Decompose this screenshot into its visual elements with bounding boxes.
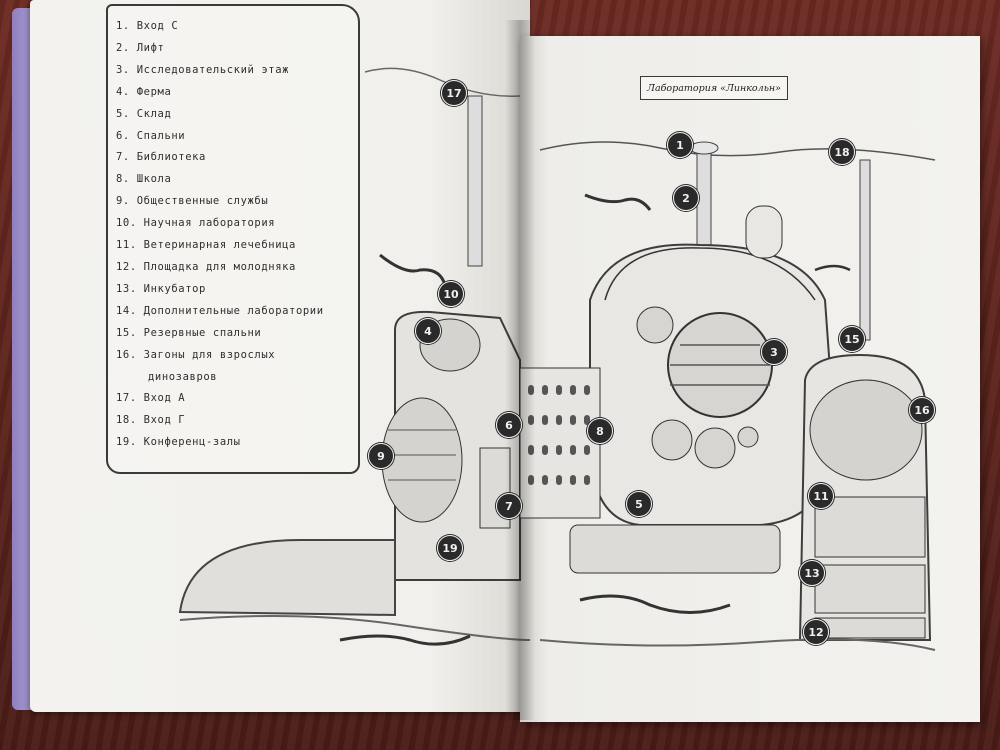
marker-badge: 16	[909, 397, 935, 423]
legend-item: 14. Дополнительные лаборатории	[116, 304, 324, 317]
marker-badge: 7	[496, 493, 522, 519]
legend-item: 9. Общественные службы	[116, 195, 269, 208]
marker-badge: 5	[626, 491, 652, 517]
legend-item-continuation: динозавров	[148, 370, 218, 383]
marker-badge: 10	[438, 281, 464, 307]
legend-item: 8. Школа	[116, 173, 172, 186]
legend-item: 3. Исследовательский этаж	[116, 63, 290, 76]
legend-item: 18. Вход Г	[116, 414, 186, 427]
marker-badge: 17	[441, 80, 467, 106]
legend-item: 19. Конференц-залы	[116, 436, 241, 449]
legend-item: 7. Библиотека	[116, 151, 206, 164]
marker-badge: 18	[829, 139, 855, 165]
marker-badge: 2	[673, 185, 699, 211]
marker-badge: 12	[803, 619, 829, 645]
legend-item: 10. Научная лаборатория	[116, 217, 276, 230]
legend-list: 1. Вход С 2. Лифт 3. Исследовательский э…	[116, 16, 356, 454]
legend-item: 12. Площадка для молодняка	[116, 260, 296, 273]
illustration-title-banner: Лаборатория «Линкольн»	[640, 76, 788, 100]
marker-badge: 19	[437, 535, 463, 561]
legend-item: 5. Склад	[116, 107, 172, 120]
legend-item: 15. Резервные спальни	[116, 326, 262, 339]
legend-item: 11. Ветеринарная лечебница	[116, 239, 296, 252]
marker-badge: 4	[415, 318, 441, 344]
legend-item: 4. Ферма	[116, 85, 172, 98]
legend-item: 6. Спальни	[116, 129, 186, 142]
legend-item: 1. Вход С	[116, 20, 179, 32]
legend-item: 16. Загоны для взрослых	[116, 348, 276, 361]
marker-badge: 11	[808, 483, 834, 509]
marker-badge: 13	[799, 560, 825, 586]
marker-badge: 9	[368, 443, 394, 469]
marker-badge: 6	[496, 412, 522, 438]
marker-badge: 8	[587, 418, 613, 444]
marker-badge: 1	[667, 132, 693, 158]
legend-item: 2. Лифт	[116, 41, 165, 54]
marker-badge: 3	[761, 339, 787, 365]
legend-item: 17. Вход А	[116, 392, 186, 405]
marker-badge: 15	[839, 326, 865, 352]
legend-frame	[106, 4, 360, 474]
legend-item: 13. Инкубатор	[116, 282, 206, 295]
